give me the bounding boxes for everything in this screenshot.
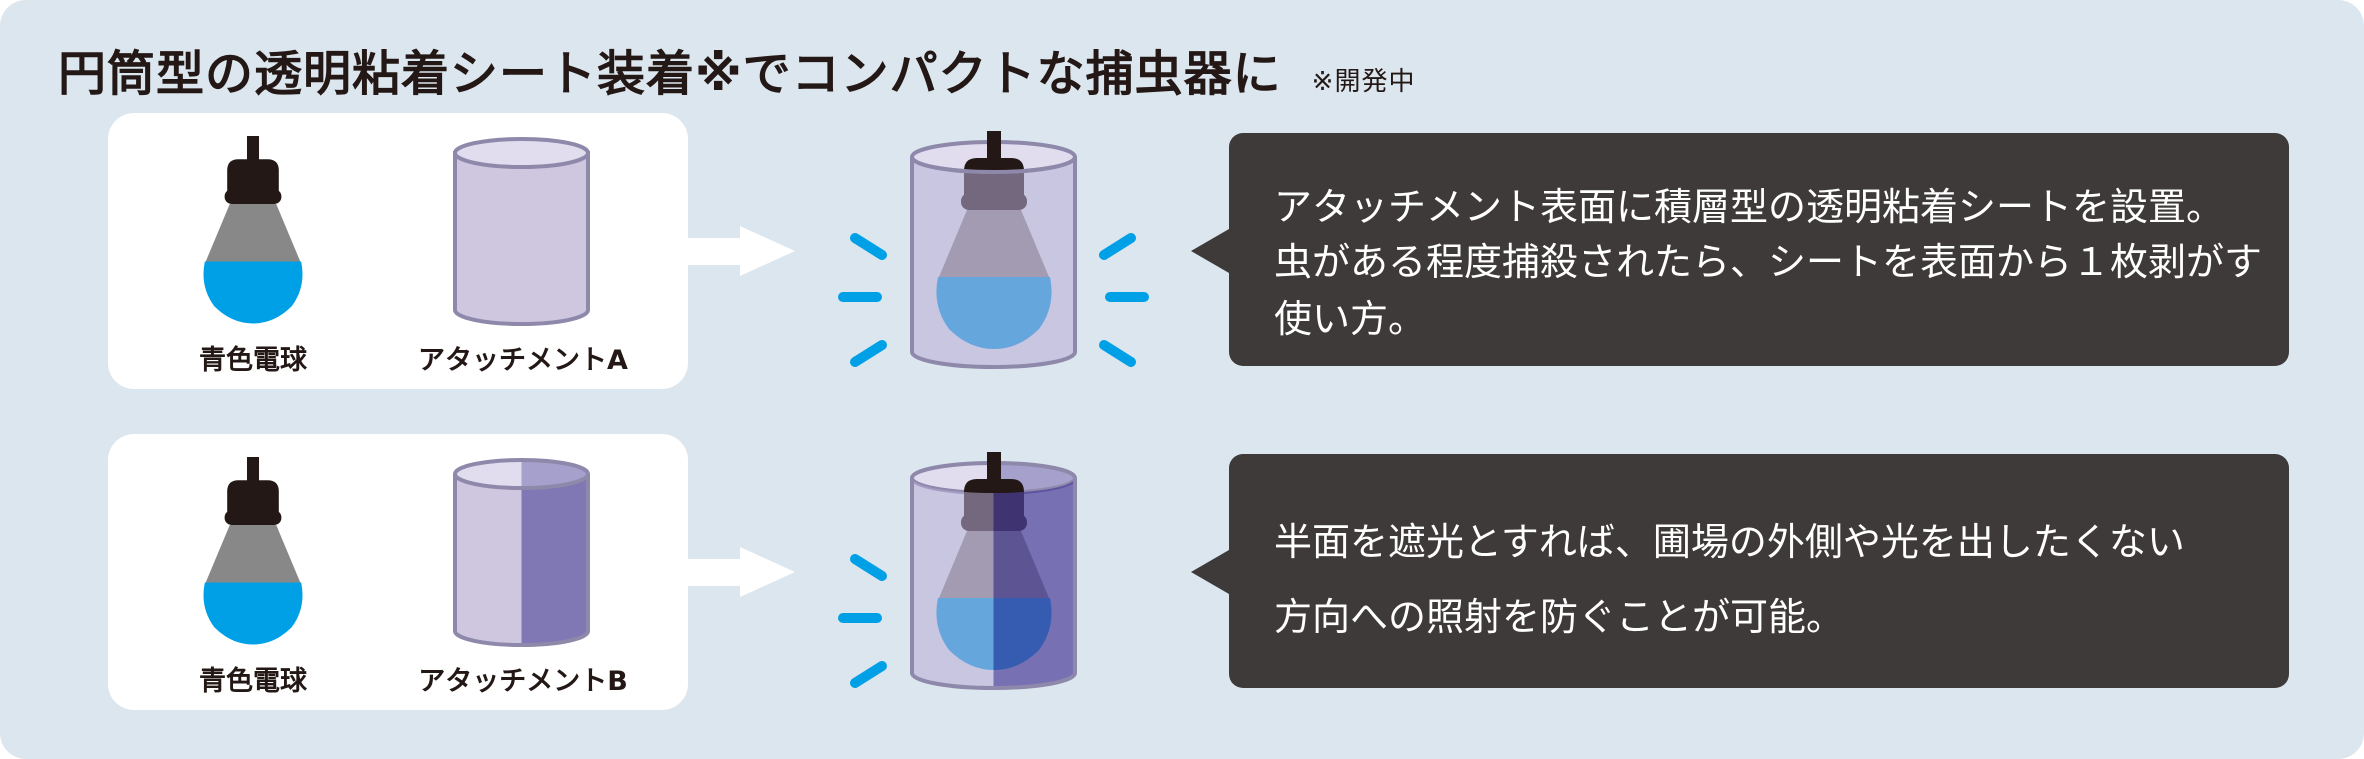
bulb-label: 青色電球: [199, 666, 307, 697]
light-rays-icon: [838, 554, 887, 688]
bulb-label: 青色電球: [199, 345, 307, 376]
description-bubble-a: アタッチメント表面に積層型の透明粘着シートを設置。 虫がある程度捕殺されたら、シ…: [1229, 133, 2289, 366]
description-line: 半面を遮光とすれば、圃場の外側や光を出したくない: [1274, 520, 2185, 564]
description-bubble-b: 半面を遮光とすれば、圃場の外側や光を出したくない 方向への照射を防ぐことが可能。: [1229, 454, 2289, 688]
title-text: 円筒型の透明粘着シート装着※でコンパクトな捕虫器に: [58, 46, 1282, 102]
bubble-pointer: [1191, 229, 1229, 273]
components-box-b: [108, 434, 688, 710]
blue-bulb-icon: [203, 457, 303, 645]
bulb-in-attachment-b-icon: [910, 452, 1077, 690]
description-line: 使い方。: [1274, 297, 1427, 341]
arrow-right-icon: [688, 547, 795, 597]
light-rays-icon: [838, 233, 1149, 367]
attachment-label: アタッチメントB: [418, 666, 628, 697]
bubble-pointer: [1191, 550, 1229, 594]
description-line: アタッチメント表面に積層型の透明粘着シートを設置。: [1274, 185, 2225, 229]
attachment-b-cylinder-icon: [453, 458, 590, 647]
blue-bulb-icon: [203, 136, 303, 324]
description-line: 方向への照射を防ぐことが可能。: [1274, 595, 1845, 639]
description-line: 虫がある程度捕殺されたら、シートを表面から１枚剥がす: [1274, 240, 2263, 284]
bulb-in-attachment-a-icon: [910, 131, 1077, 369]
title: 円筒型の透明粘着シート装着※でコンパクトな捕虫器に ※開発中: [58, 34, 1415, 104]
arrow-right-icon: [688, 226, 795, 276]
attachment-label: アタッチメントA: [418, 345, 628, 376]
attachment-a-cylinder-icon: [453, 137, 590, 326]
components-box-a: [108, 113, 688, 389]
title-note: ※開発中: [1311, 67, 1416, 97]
